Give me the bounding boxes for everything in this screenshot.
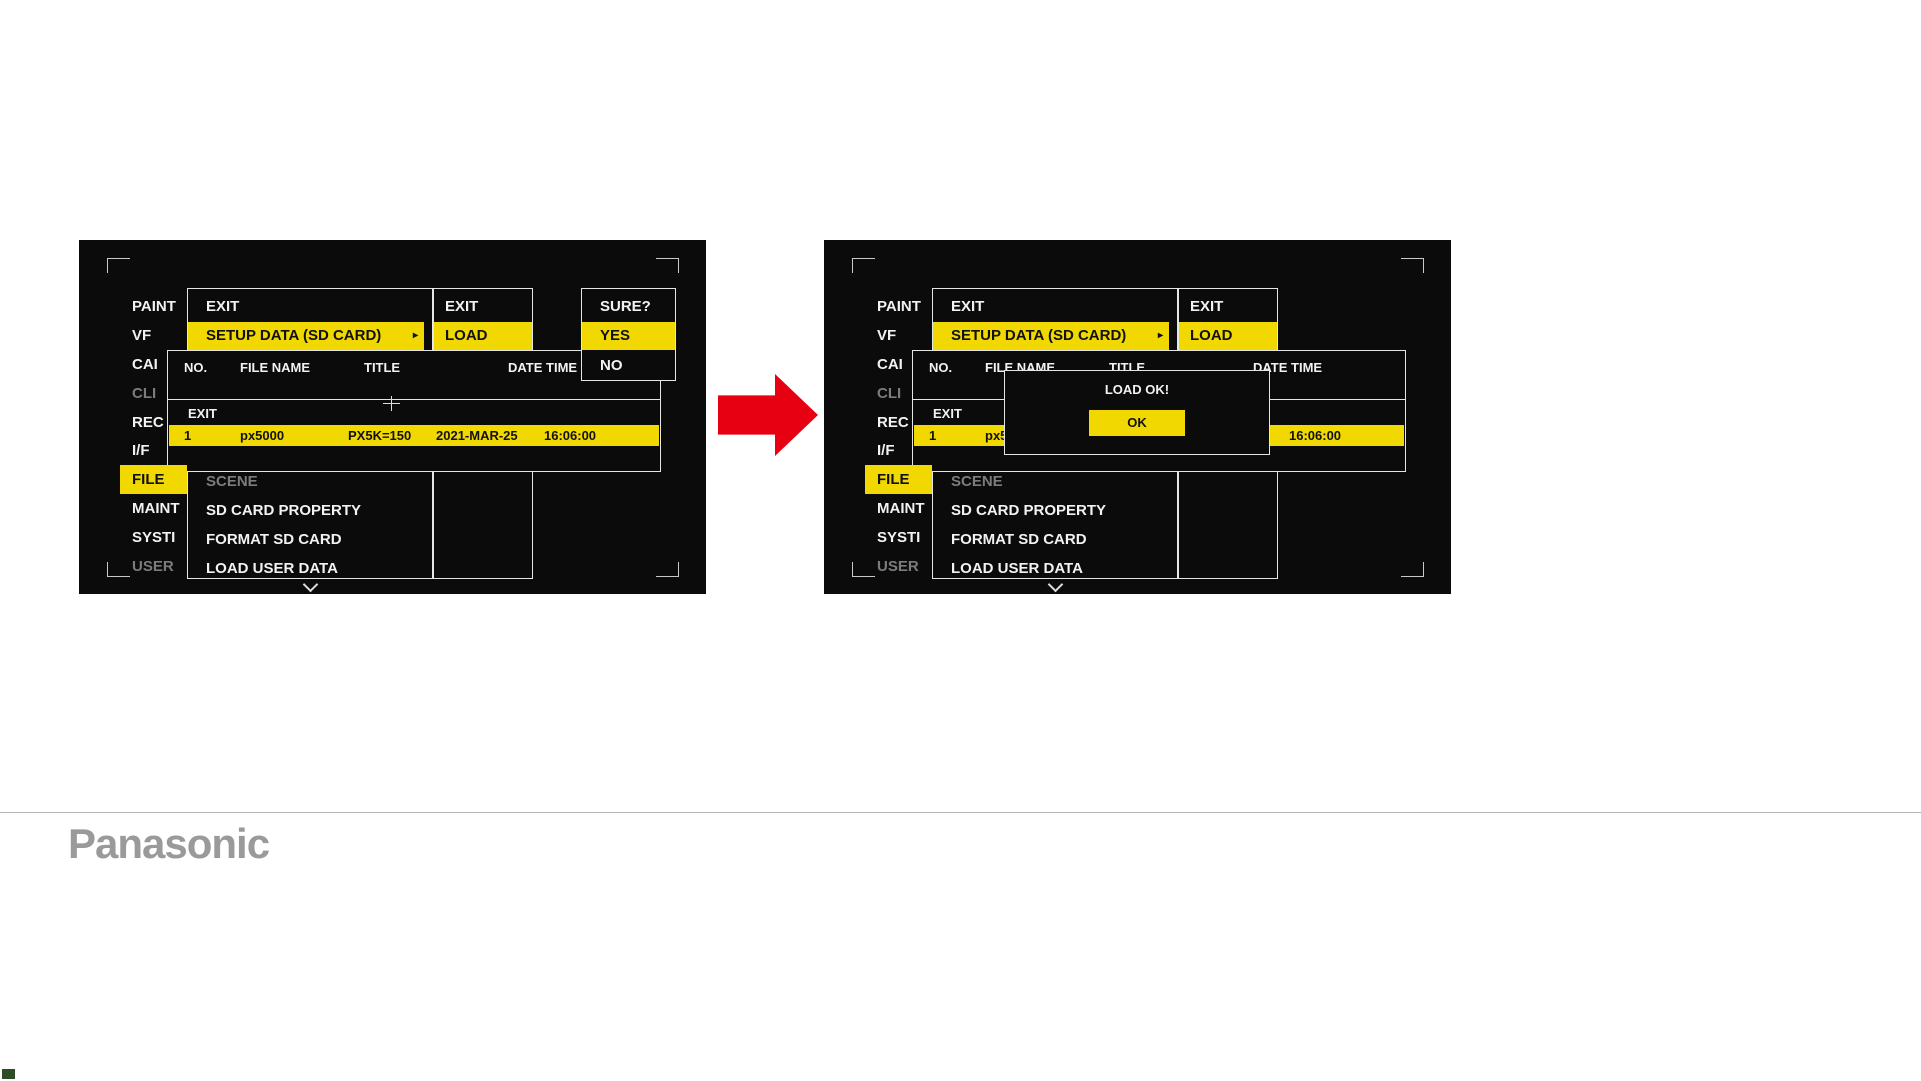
safe-area-corner xyxy=(1401,562,1424,577)
menu-item-load-user-data[interactable]: LOAD USER DATA xyxy=(951,560,1083,577)
safe-area-corner xyxy=(656,258,679,273)
footer-divider xyxy=(0,812,1921,813)
sidebar-item-cam[interactable]: CAI xyxy=(132,356,158,373)
sidebar-item-maint[interactable]: MAINT xyxy=(132,500,180,517)
sidebar-item-maint[interactable]: MAINT xyxy=(877,500,925,517)
safe-area-corner xyxy=(656,562,679,577)
file-row-time: 16:06:00 xyxy=(544,428,597,443)
file-row-time: 16:06:00 xyxy=(1289,428,1342,443)
column-header-no: NO. xyxy=(184,360,208,375)
sidebar-item-user[interactable]: USER xyxy=(877,558,919,575)
column-header-title: TITLE xyxy=(364,360,401,375)
confirm-no-button[interactable]: NO xyxy=(600,357,623,374)
ok-button[interactable]: OK xyxy=(1089,410,1185,436)
sidebar-item-clip[interactable]: CLI xyxy=(877,385,902,402)
submenu-exit[interactable]: EXIT xyxy=(1190,298,1224,315)
sidebar-item-paint[interactable]: PAINT xyxy=(877,298,921,315)
menu-category-sidebar: PAINT VF CAI CLI REC I/F FILE MAINT SYST… xyxy=(865,240,932,594)
menu-item-label: SETUP DATA (SD CARD) xyxy=(951,327,1127,344)
menu-item-format-sd-card[interactable]: FORMAT SD CARD xyxy=(951,531,1087,548)
page-artifact xyxy=(2,1069,15,1079)
scroll-down-icon[interactable] xyxy=(932,576,1178,593)
file-row-no: 1 xyxy=(929,428,937,443)
sidebar-item-if[interactable]: I/F xyxy=(132,442,150,459)
file-row-no: 1 xyxy=(184,428,192,443)
file-row-date: 2021-MAR-25 xyxy=(436,428,518,443)
menu-item-sd-card-property[interactable]: SD CARD PROPERTY xyxy=(951,502,1107,519)
safe-area-corner xyxy=(107,562,130,577)
sidebar-item-vf[interactable]: VF xyxy=(132,327,152,344)
menu-item-label: SETUP DATA (SD CARD) xyxy=(206,327,382,344)
sidebar-item-if[interactable]: I/F xyxy=(877,442,895,459)
file-list-exit[interactable]: EXIT xyxy=(188,406,217,421)
submenu-item-load[interactable]: LOAD xyxy=(434,322,532,350)
menu-item-scene[interactable]: SCENE xyxy=(206,473,258,490)
column-header-no: NO. xyxy=(929,360,953,375)
confirm-title: SURE? xyxy=(600,298,651,315)
menu-item-load-user-data[interactable]: LOAD USER DATA xyxy=(206,560,338,577)
sidebar-item-user[interactable]: USER xyxy=(132,558,174,575)
menu-exit[interactable]: EXIT xyxy=(206,298,240,315)
file-row[interactable]: 1 px5000 PX5K=150 2021-MAR-25 16:06:00 xyxy=(169,425,659,446)
center-marker-icon xyxy=(383,403,400,404)
file-list-exit[interactable]: EXIT xyxy=(933,406,962,421)
menu-item-format-sd-card[interactable]: FORMAT SD CARD xyxy=(206,531,342,548)
sidebar-item-paint[interactable]: PAINT xyxy=(132,298,176,315)
file-row-title: PX5K=150 xyxy=(348,428,412,443)
file-row-file-name: px5000 xyxy=(240,428,285,443)
sidebar-item-file[interactable]: FILE xyxy=(865,465,932,494)
camera-menu-screen-after: PAINT VF CAI CLI REC I/F FILE MAINT SYST… xyxy=(824,240,1451,594)
camera-menu-screen-before: PAINT VF CAI CLI REC I/F FILE MAINT SYST… xyxy=(79,240,706,594)
safe-area-corner xyxy=(852,258,875,273)
sidebar-item-clip[interactable]: CLI xyxy=(132,385,157,402)
scroll-down-icon[interactable] xyxy=(187,576,433,593)
load-ok-dialog: LOAD OK! OK xyxy=(1004,370,1270,455)
column-header-file-name: FILE NAME xyxy=(240,360,311,375)
menu-item-sd-card-property[interactable]: SD CARD PROPERTY xyxy=(206,502,362,519)
confirm-panel: SURE? YES NO xyxy=(581,288,676,381)
file-list-body: EXIT 1 px5000 PX5K=150 2021-MAR-25 16:06… xyxy=(168,399,660,471)
menu-category-sidebar: PAINT VF CAI CLI REC I/F FILE MAINT SYST… xyxy=(120,240,187,594)
sidebar-item-system[interactable]: SYSTI xyxy=(877,529,921,546)
next-step-arrow xyxy=(718,374,818,456)
column-header-date-time: DATE TIME xyxy=(508,360,578,375)
menu-item-setup-data-sd-card[interactable]: SETUP DATA (SD CARD) ▸ xyxy=(188,322,424,350)
menu-item-scene[interactable]: SCENE xyxy=(951,473,1003,490)
sidebar-item-file[interactable]: FILE xyxy=(120,465,187,494)
sidebar-item-cam[interactable]: CAI xyxy=(877,356,903,373)
safe-area-corner xyxy=(852,562,875,577)
menu-exit[interactable]: EXIT xyxy=(951,298,985,315)
file-list-dialog: NO. FILE NAME TITLE DATE TIME EXIT 1 px5… xyxy=(167,350,661,472)
sidebar-item-system[interactable]: SYSTI xyxy=(132,529,176,546)
submenu-item-load[interactable]: LOAD xyxy=(1179,322,1277,350)
sidebar-item-rec[interactable]: REC xyxy=(132,414,164,431)
safe-area-corner xyxy=(107,258,130,273)
confirm-yes-button[interactable]: YES xyxy=(582,322,675,350)
column-header-date-time: DATE TIME xyxy=(1253,360,1323,375)
load-ok-message: LOAD OK! xyxy=(1104,382,1170,397)
safe-area-corner xyxy=(1401,258,1424,273)
sidebar-item-vf[interactable]: VF xyxy=(877,327,897,344)
menu-item-setup-data-sd-card[interactable]: SETUP DATA (SD CARD) ▸ xyxy=(933,322,1169,350)
sidebar-item-rec[interactable]: REC xyxy=(877,414,909,431)
submenu-arrow-icon: ▸ xyxy=(412,330,418,341)
submenu-arrow-icon: ▸ xyxy=(1157,330,1163,341)
panasonic-logo: Panasonic xyxy=(68,820,270,867)
submenu-exit[interactable]: EXIT xyxy=(445,298,479,315)
